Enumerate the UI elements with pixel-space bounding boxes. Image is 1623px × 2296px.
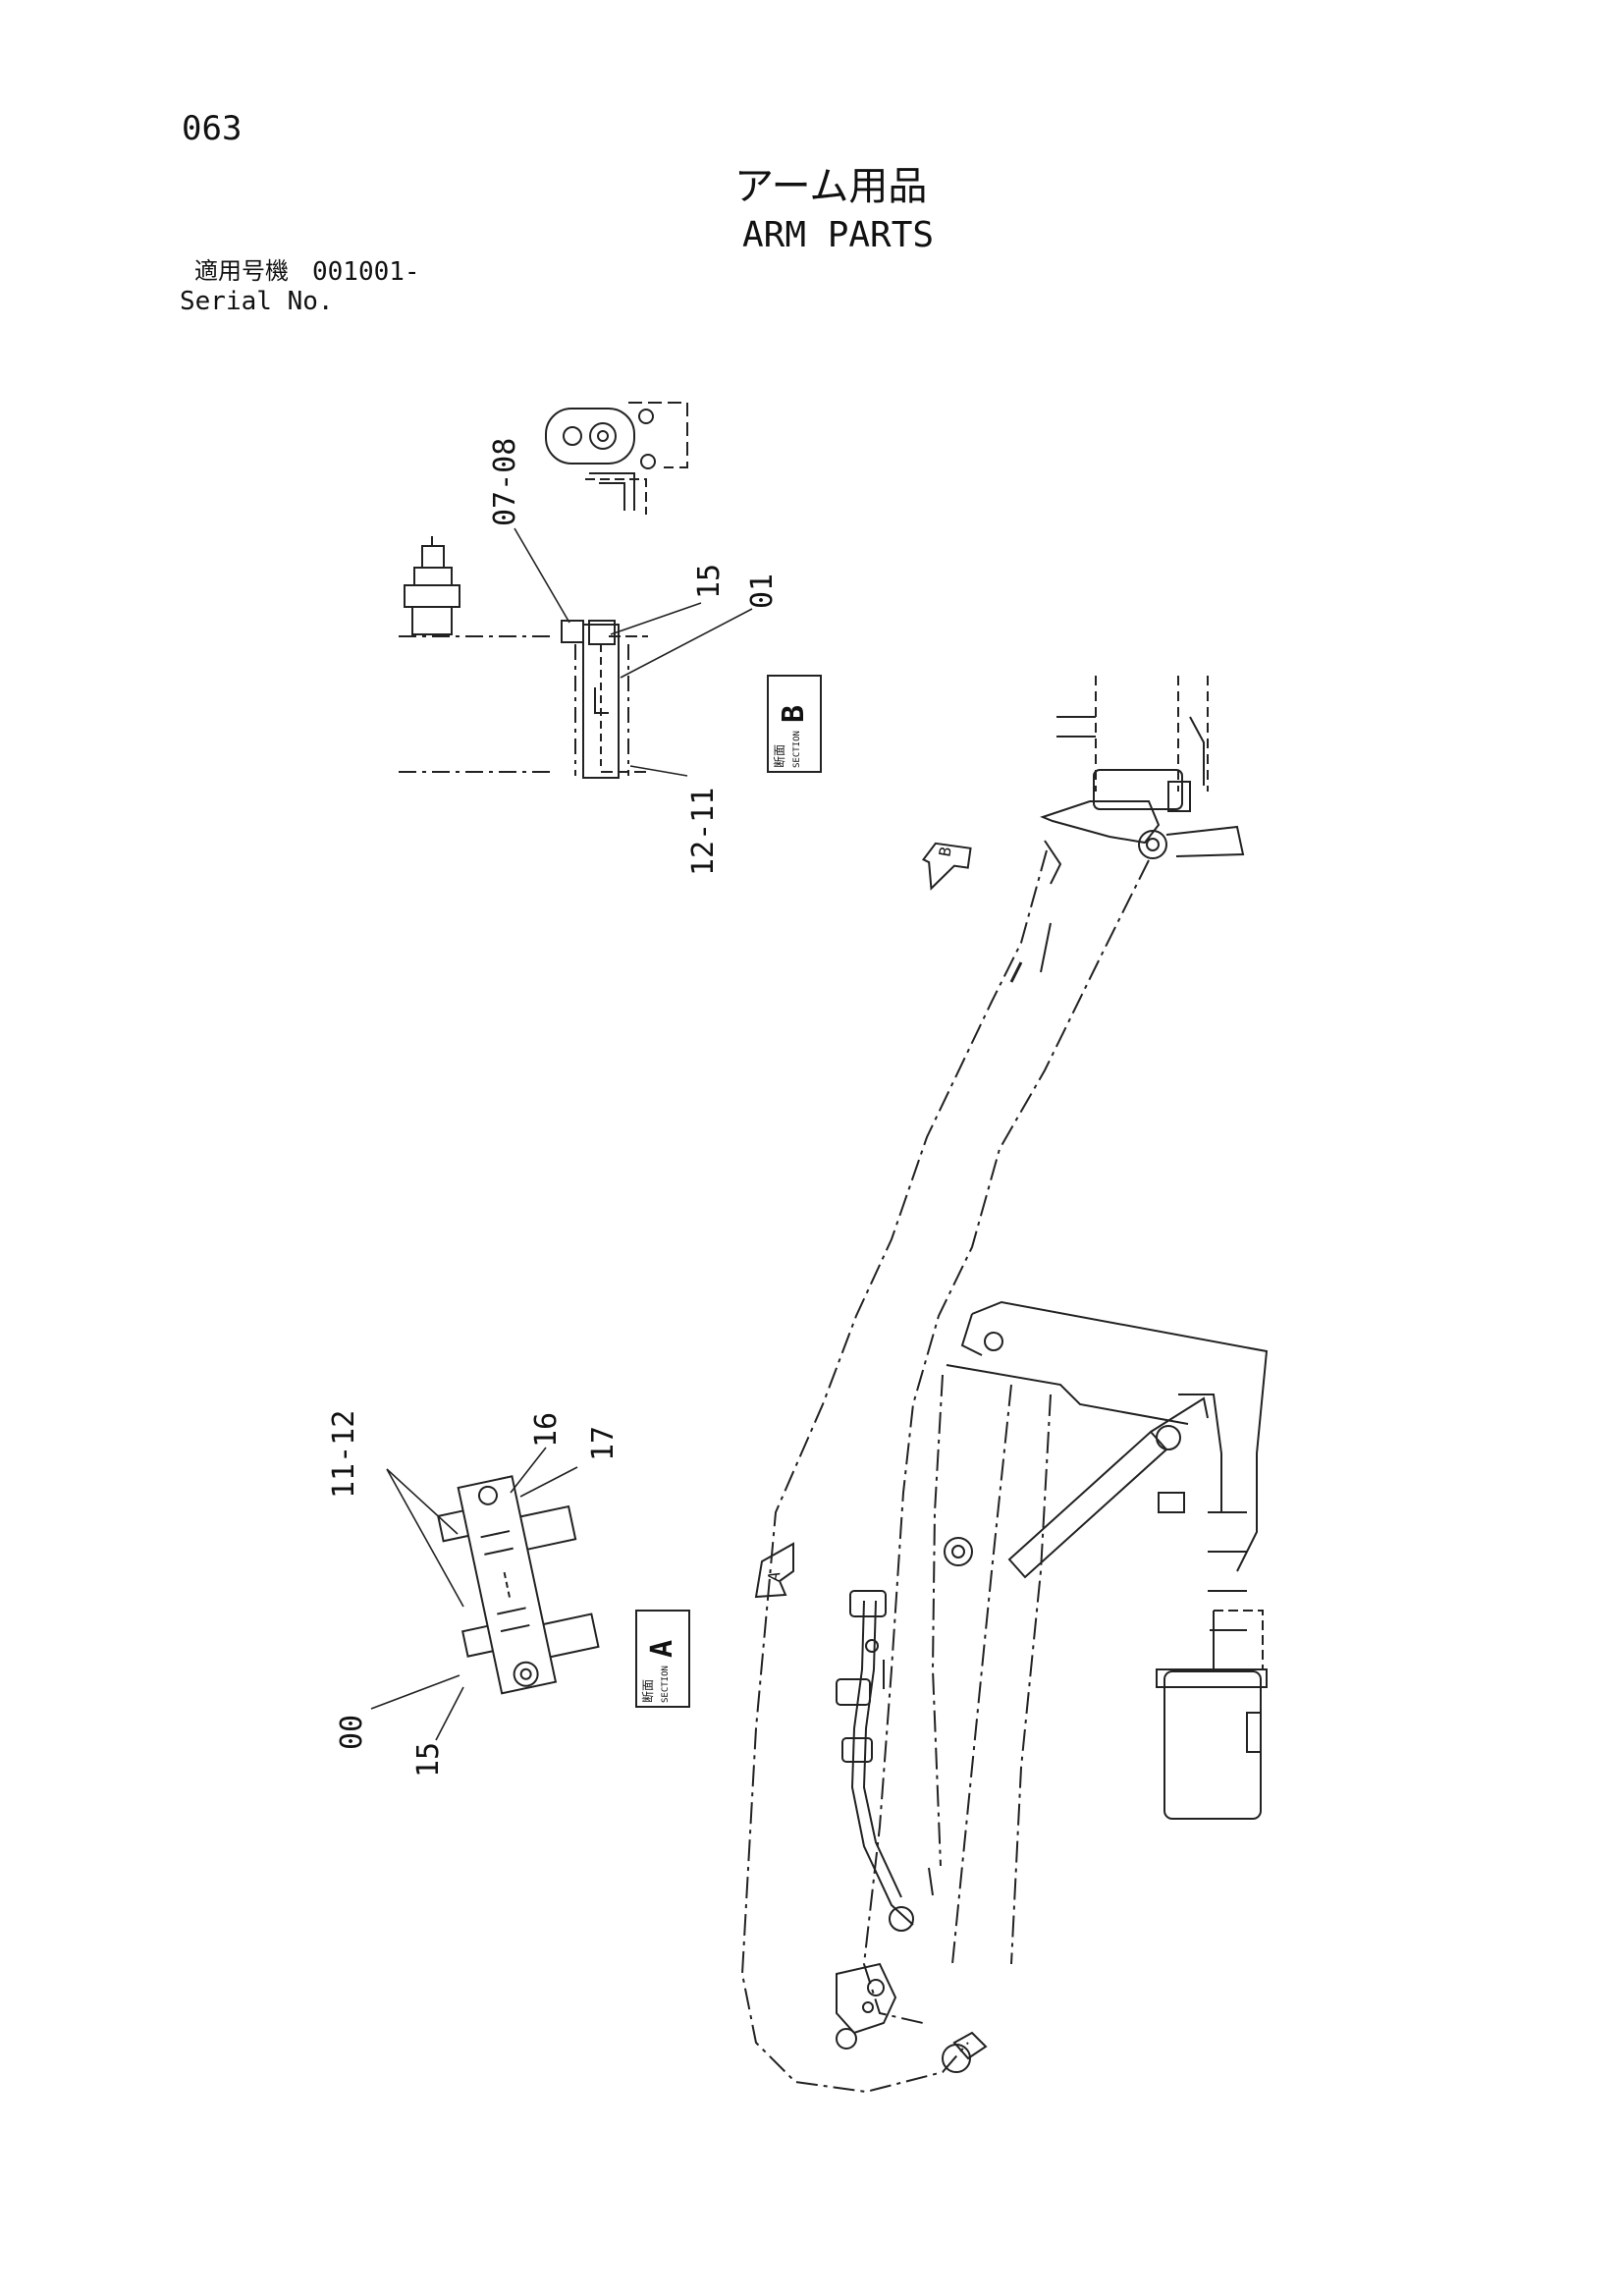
page-title-japanese: アーム用品 [734, 164, 928, 209]
hose-clamp-body [561, 620, 629, 779]
serial-value: 001001- [312, 257, 420, 287]
callout-11-12: 11-12 [327, 1410, 361, 1499]
callout-12-11: 12-11 [686, 788, 721, 876]
clamp-block [457, 1475, 558, 1695]
serial-label-japanese: 適用号機 [194, 257, 289, 285]
callout-01: 01 [745, 574, 780, 609]
section-a-detail [370, 1447, 600, 1741]
bucket-link [931, 1300, 1269, 1965]
section-b-word: SECTION [792, 731, 802, 768]
callout-15-a: 15 [411, 1742, 446, 1777]
arm-outline-inner [862, 859, 1150, 2024]
section-b-detail [399, 402, 753, 779]
section-a-tag: 断面 SECTION A [635, 1610, 690, 1708]
page-number: 063 [182, 109, 243, 148]
arm-outline-outer [740, 849, 1048, 2094]
callout-07-08: 07-08 [488, 438, 522, 526]
arm-assembly [740, 676, 1269, 2094]
cylinder-housing [1156, 1610, 1268, 1820]
callout-15-b: 15 [692, 564, 727, 599]
upper-joint [1040, 800, 1245, 885]
view-arrow-b [921, 842, 972, 891]
section-a-kanji: 断面 [640, 1679, 655, 1703]
callout-00: 00 [335, 1715, 369, 1750]
view-arrow-a [754, 1542, 794, 1599]
section-b-tag: 断面 SECTION B [767, 675, 822, 773]
serial-label-english: Serial No. [180, 287, 334, 316]
section-b-letter: B [777, 705, 811, 723]
left-fitting [404, 536, 460, 635]
callout-16: 16 [529, 1412, 564, 1448]
boom-end [1056, 676, 1209, 812]
section-a-letter: A [645, 1640, 679, 1658]
view-arrow-a-letter: A [764, 1569, 784, 1582]
hose-routing [836, 1590, 934, 1932]
bucket-cylinder [1007, 1394, 1247, 1592]
upper-bracket [545, 402, 688, 515]
section-a-word: SECTION [661, 1666, 671, 1703]
section-b-kanji: 断面 [772, 744, 786, 768]
view-arrow-b-letter: B [935, 846, 954, 858]
page-title-english: ARM PARTS [742, 215, 935, 255]
bottom-attachment [836, 1962, 988, 2073]
callout-17: 17 [586, 1426, 621, 1461]
